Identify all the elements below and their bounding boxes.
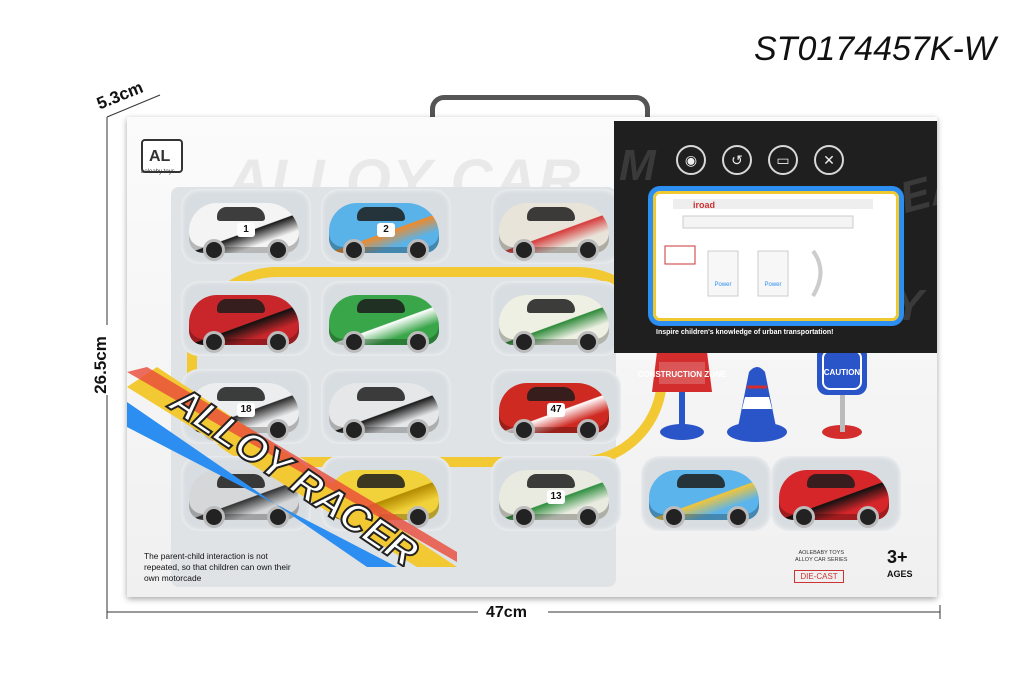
- car-wheel: [577, 419, 599, 441]
- display-window: iroad Power Power: [648, 186, 904, 326]
- car-number: 13: [547, 490, 565, 504]
- car-wheel: [513, 506, 535, 528]
- car-wheel: [407, 331, 429, 353]
- brand-logo: AL: [141, 139, 183, 173]
- car-window: [527, 474, 575, 488]
- car-wheel: [343, 239, 365, 261]
- main-title: ALLOY RACER: [161, 377, 425, 567]
- feature-panel: M BEA Y ◉ ↺ ▭ ✕ iroad Power Power Inspir…: [614, 121, 937, 353]
- car-wheel: [203, 506, 225, 528]
- car-wheel: [203, 239, 225, 261]
- traffic-cone: [727, 367, 787, 442]
- width-dimension-label: 47cm: [486, 604, 527, 621]
- car-wheel: [727, 506, 749, 528]
- car-wheel: [343, 331, 365, 353]
- title-ribbon: ALLOY RACER: [127, 367, 457, 567]
- depth-dimension-label: 5.3cm: [94, 77, 146, 114]
- car-wheel: [203, 331, 225, 353]
- car-wheel: [407, 239, 429, 261]
- car-number: 18: [237, 403, 255, 417]
- car-icon: ▭: [768, 145, 798, 175]
- car-window: [217, 299, 265, 313]
- age-number: 3+: [887, 547, 908, 567]
- car-window: [527, 207, 575, 221]
- car-window: [527, 387, 575, 401]
- car-window: [357, 387, 405, 401]
- car-wheel: [857, 506, 879, 528]
- car-window: [357, 299, 405, 313]
- car-wheel: [267, 331, 289, 353]
- construction-sign-text: CONSTRUCTION ZONE: [638, 370, 728, 379]
- car-window: [357, 207, 405, 221]
- car-window: [677, 474, 725, 488]
- car-wheel: [343, 419, 365, 441]
- box-handle: [430, 95, 650, 130]
- car-wheel: [513, 331, 535, 353]
- product-code: ST0174457K-W: [754, 30, 996, 68]
- siren-icon: ◉: [676, 145, 706, 175]
- car-wheel: [267, 419, 289, 441]
- car-wheel: [267, 239, 289, 261]
- car-wheel: [513, 239, 535, 261]
- age-label: AGES: [887, 569, 913, 579]
- car-wheel: [793, 506, 815, 528]
- window-brand-text: iroad: [693, 200, 715, 210]
- car-number: 2: [377, 223, 395, 237]
- caution-sign: CAUTION: [817, 345, 867, 439]
- brand-logo-text: aoleaby toys: [141, 169, 175, 175]
- tagline: The parent-child interaction is not repe…: [144, 551, 291, 583]
- pump-label-1: Power: [714, 282, 731, 288]
- height-dimension-label: 26.5cm: [90, 336, 110, 394]
- caution-sign-text: CAUTION: [824, 368, 861, 377]
- gas-station-scene: iroad Power Power: [664, 199, 873, 298]
- panel-deco-m: M: [619, 141, 656, 190]
- pump-label-2: Power: [764, 282, 781, 288]
- car-window: [357, 474, 405, 488]
- brand-info: AOLEBABY TOYS ALLOY CAR SERIES: [795, 550, 848, 563]
- car-wheel: [407, 419, 429, 441]
- inspire-text: Inspire children's knowledge of urban tr…: [656, 329, 834, 336]
- diecast-badge: DIE-CAST: [794, 570, 844, 583]
- car-window: [527, 299, 575, 313]
- car-number: 47: [547, 403, 565, 417]
- car-wheel: [577, 331, 599, 353]
- car-window: [807, 474, 855, 488]
- tools-icon: ✕: [814, 145, 844, 175]
- car-window: [217, 387, 265, 401]
- car-wheel: [577, 239, 599, 261]
- pullback-icon: ↺: [722, 145, 752, 175]
- svg-text:AL: AL: [149, 148, 171, 165]
- car-wheel: [663, 506, 685, 528]
- car-wheel: [577, 506, 599, 528]
- car-window: [217, 207, 265, 221]
- car-wheel: [407, 506, 429, 528]
- car-number: 1: [237, 223, 255, 237]
- road-signs: CONSTRUCTION ZONE CAUTION: [638, 345, 867, 442]
- car-wheel: [267, 506, 289, 528]
- car-wheel: [513, 419, 535, 441]
- construction-sign: CONSTRUCTION ZONE: [638, 352, 728, 440]
